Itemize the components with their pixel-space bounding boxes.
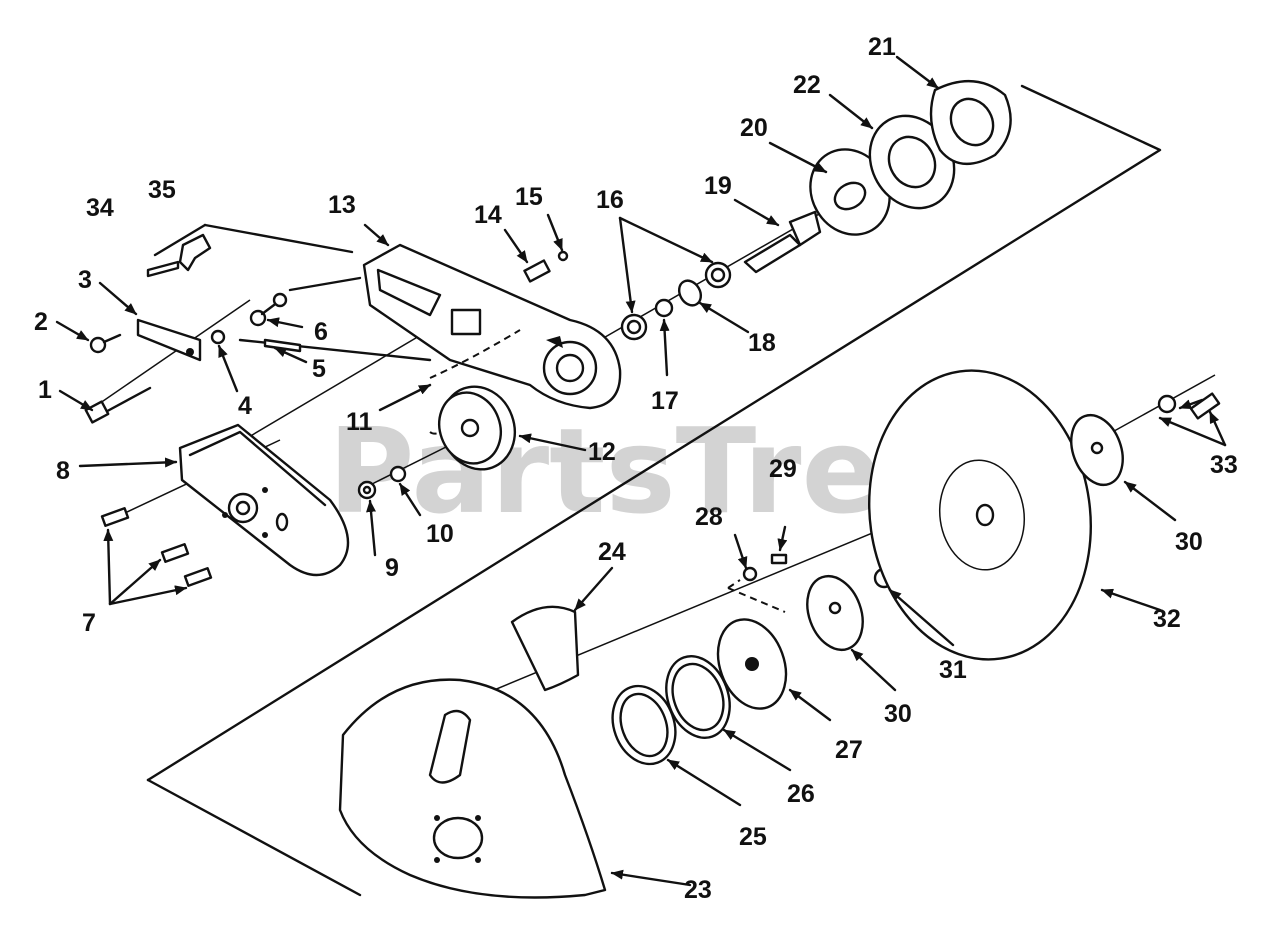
- part-8-lower-housing: [178, 423, 350, 577]
- part-21-flange: [929, 79, 1012, 166]
- callout-17: 17: [651, 387, 679, 415]
- callout-labels: 1 2 3 4 5 6 7 8 9 10 11 12 13 14 15 16 1…: [34, 33, 1238, 904]
- callout-21: 21: [868, 33, 896, 61]
- callout-1: 1: [38, 376, 52, 404]
- part-16-bearing-right: [704, 261, 732, 289]
- callout-25: 25: [739, 823, 767, 851]
- callout-13: 13: [328, 191, 356, 219]
- part-7-screws: [100, 506, 213, 588]
- part-34-pin: [146, 260, 180, 278]
- part-3-plate: [136, 318, 202, 362]
- part-20-plate: [809, 148, 891, 236]
- callout-19: 19: [704, 172, 732, 200]
- callout-24: 24: [598, 538, 626, 566]
- callout-3: 3: [78, 266, 92, 294]
- part-13-upper-housing: [362, 243, 622, 410]
- part-18-ring: [677, 279, 703, 307]
- part-1-bolt: [84, 386, 152, 424]
- callout-30-outer: 30: [1175, 528, 1203, 556]
- callout-14: 14: [474, 201, 502, 229]
- part-5-pin: [263, 338, 302, 353]
- callout-4: 4: [238, 392, 252, 420]
- part-35-clip: [178, 233, 212, 272]
- callout-18: 18: [748, 329, 776, 357]
- callout-30-inner: 30: [884, 700, 912, 728]
- callout-35: 35: [148, 176, 176, 204]
- part-23-blade-guard: [338, 678, 607, 899]
- callout-27: 27: [835, 736, 863, 764]
- part-32-blade: [868, 369, 1092, 661]
- callout-2: 2: [34, 308, 48, 336]
- part-10-washer: [389, 465, 407, 483]
- callout-11: 11: [346, 408, 373, 436]
- part-6-fitting: [249, 292, 288, 327]
- callout-31: 31: [939, 656, 967, 684]
- callout-28: 28: [695, 503, 723, 531]
- part-27-disc: [716, 618, 788, 710]
- part-19-shaft: [743, 210, 822, 274]
- callout-23: 23: [684, 876, 712, 904]
- part-2-screw: [89, 333, 122, 354]
- part-14-spacer: [523, 259, 551, 283]
- part-28-29-guard: [727, 553, 788, 613]
- callout-12: 12: [588, 438, 616, 466]
- callout-29: 29: [769, 455, 797, 483]
- callout-16: 16: [596, 186, 624, 214]
- callout-32: 32: [1153, 605, 1181, 633]
- part-30-washer-inner: [806, 575, 864, 651]
- part-24-shield: [510, 605, 580, 692]
- callout-26: 26: [787, 780, 815, 808]
- callout-34: 34: [86, 194, 114, 222]
- callout-7: 7: [82, 609, 96, 637]
- part-17-spacer: [654, 298, 674, 318]
- leader-arrows: [55, 55, 1227, 887]
- callout-33: 33: [1210, 451, 1238, 479]
- part-30-washer-outer: [1070, 413, 1124, 487]
- callout-9: 9: [385, 554, 399, 582]
- callout-10: 10: [426, 520, 454, 548]
- callout-5: 5: [312, 355, 326, 383]
- part-9-nut: [357, 480, 377, 500]
- callout-22: 22: [793, 71, 821, 99]
- part-4-washer: [210, 329, 226, 345]
- part-16-bearing-left: [620, 313, 648, 341]
- part-12-pulley: [438, 385, 516, 471]
- part-33-hardware: [1157, 392, 1221, 420]
- callout-20: 20: [740, 114, 768, 142]
- callout-6: 6: [314, 318, 328, 346]
- part-15-pin: [557, 250, 569, 262]
- callout-15: 15: [515, 183, 543, 211]
- callout-8: 8: [56, 457, 70, 485]
